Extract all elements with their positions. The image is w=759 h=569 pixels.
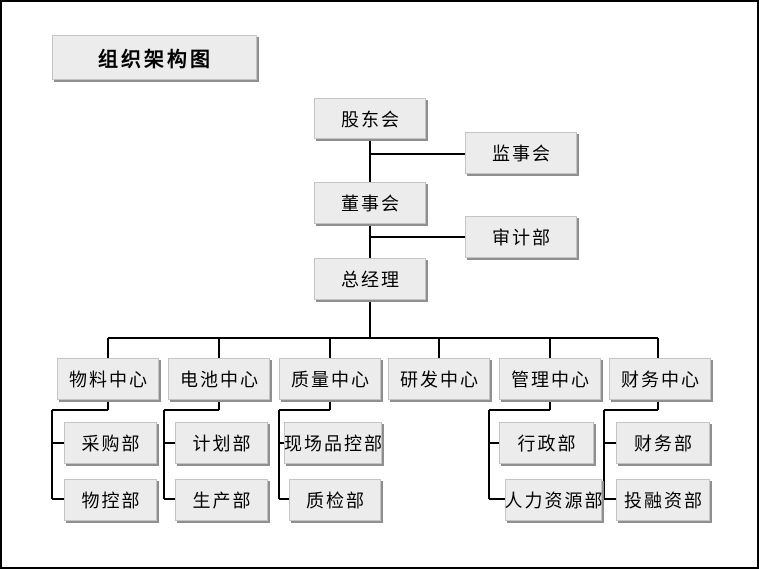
connector-line bbox=[549, 338, 551, 358]
org-node-dept-planning: 计划部 bbox=[175, 422, 268, 464]
connector-line bbox=[549, 400, 551, 410]
connector-line bbox=[52, 442, 64, 444]
connector-line bbox=[370, 153, 465, 155]
org-node-dept-admin: 行政部 bbox=[499, 422, 594, 464]
org-node-center-battery: 电池中心 bbox=[168, 358, 270, 400]
connector-line bbox=[107, 338, 109, 358]
connector-line bbox=[279, 442, 284, 444]
connector-line bbox=[164, 409, 219, 411]
org-node-dept-production: 生产部 bbox=[175, 479, 268, 521]
org-node-dept-onsite-qc: 现场品控部 bbox=[284, 422, 382, 464]
connector-line bbox=[107, 400, 109, 410]
connector-line bbox=[489, 498, 505, 500]
connector-line bbox=[604, 409, 658, 411]
connector-line bbox=[329, 400, 331, 410]
connector-line bbox=[51, 410, 53, 499]
connector-line bbox=[604, 498, 616, 500]
org-node-supervisors: 监事会 bbox=[465, 132, 577, 174]
connector-line bbox=[329, 338, 331, 358]
org-node-center-materials: 物料中心 bbox=[57, 358, 159, 400]
connector-line bbox=[163, 410, 165, 499]
connector-line bbox=[489, 409, 550, 411]
connector-line bbox=[164, 498, 175, 500]
org-node-general-manager: 总经理 bbox=[314, 258, 426, 300]
org-node-audit: 审计部 bbox=[465, 216, 577, 258]
org-node-center-finance: 财务中心 bbox=[609, 358, 711, 400]
org-node-shareholders: 股东会 bbox=[314, 98, 426, 139]
connector-line bbox=[218, 338, 220, 358]
connector-line bbox=[108, 337, 658, 339]
connector-line bbox=[657, 338, 659, 358]
org-node-board: 董事会 bbox=[314, 182, 426, 224]
org-node-center-management: 管理中心 bbox=[499, 358, 601, 400]
org-node-dept-procurement: 采购部 bbox=[64, 422, 157, 464]
connector-line bbox=[489, 442, 499, 444]
connector-line bbox=[164, 442, 175, 444]
connector-line bbox=[279, 409, 330, 411]
org-node-dept-investment: 投融资部 bbox=[616, 479, 710, 521]
connector-line bbox=[657, 400, 659, 410]
connector-line bbox=[218, 400, 220, 410]
connector-line bbox=[52, 409, 108, 411]
connector-line bbox=[488, 410, 490, 499]
chart-title: 组织架构图 bbox=[52, 35, 257, 80]
connector-line bbox=[370, 236, 465, 238]
connector-line bbox=[603, 410, 605, 499]
connector-line bbox=[604, 442, 616, 444]
connector-line bbox=[278, 410, 280, 499]
connector-line bbox=[369, 139, 371, 338]
org-node-dept-inspection: 质检部 bbox=[289, 479, 381, 521]
org-node-dept-finance: 财务部 bbox=[616, 422, 710, 464]
org-node-center-rnd: 研发中心 bbox=[388, 358, 490, 400]
connector-line bbox=[52, 498, 64, 500]
connector-line bbox=[279, 498, 289, 500]
org-node-dept-hr: 人力资源部 bbox=[505, 479, 603, 521]
org-node-dept-material-control: 物控部 bbox=[64, 479, 157, 521]
org-node-center-quality: 质量中心 bbox=[279, 358, 381, 400]
connector-line bbox=[438, 338, 440, 358]
